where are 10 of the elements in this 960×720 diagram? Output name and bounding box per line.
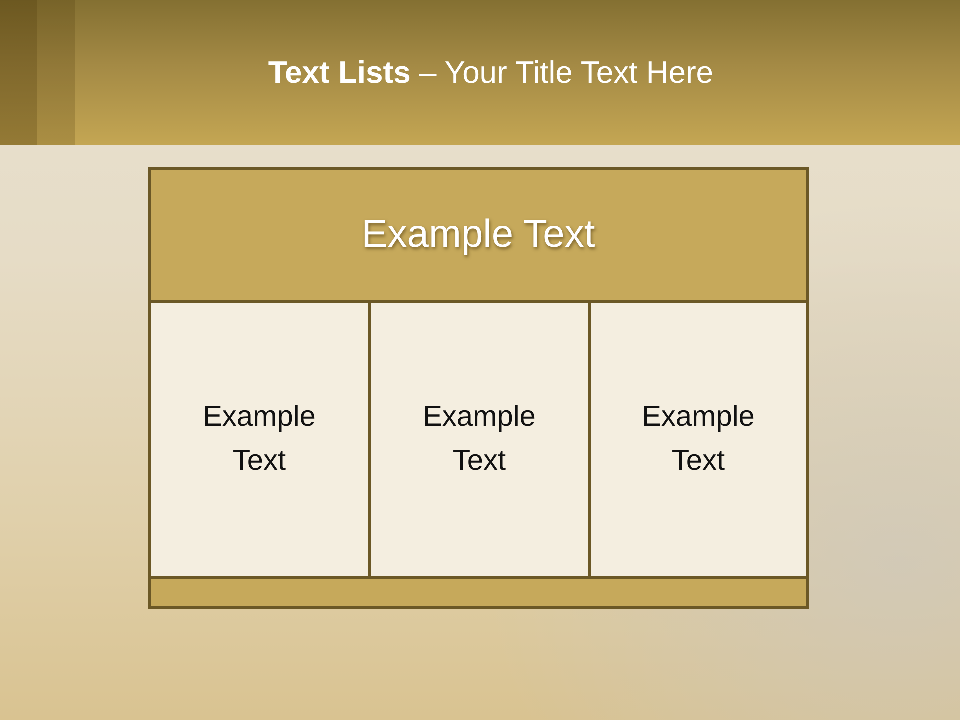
text-panel [368, 300, 591, 579]
header-band [148, 167, 809, 303]
slide-title: Text Lists – Your Title Text Here [267, 54, 714, 90]
panel-text: Example Text [641, 400, 756, 478]
text-panel [588, 300, 809, 579]
panel-text: Example Text [202, 400, 317, 478]
footer-bar [148, 576, 809, 609]
text-panel [148, 300, 371, 579]
header-text: Example Text [362, 212, 596, 258]
panel-text: Example Text [422, 400, 537, 478]
